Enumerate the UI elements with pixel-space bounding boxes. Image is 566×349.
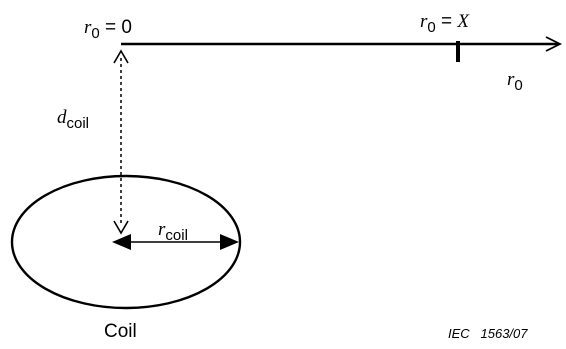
coil-caption: Coil — [104, 321, 137, 342]
r0-marker-label: r0 = X — [420, 11, 470, 36]
r-coil-arrowhead-left — [112, 234, 131, 250]
coil-ellipse — [10, 174, 242, 310]
r0-axis-label: r0 — [507, 69, 523, 94]
r0-axis-arrowhead — [545, 36, 563, 52]
d-coil-arrowhead-bottom — [113, 220, 129, 235]
r0-origin-label: r0 = 0 — [84, 17, 132, 42]
r-coil-label: rcoil — [158, 219, 188, 244]
d-coil-arrowhead-top — [113, 49, 129, 64]
d-coil-label: dcoil — [57, 107, 90, 132]
r-coil-arrowhead-right — [220, 234, 239, 250]
r0-x-tick — [456, 41, 460, 62]
figure-id: IEC 1563/07 — [448, 326, 528, 341]
